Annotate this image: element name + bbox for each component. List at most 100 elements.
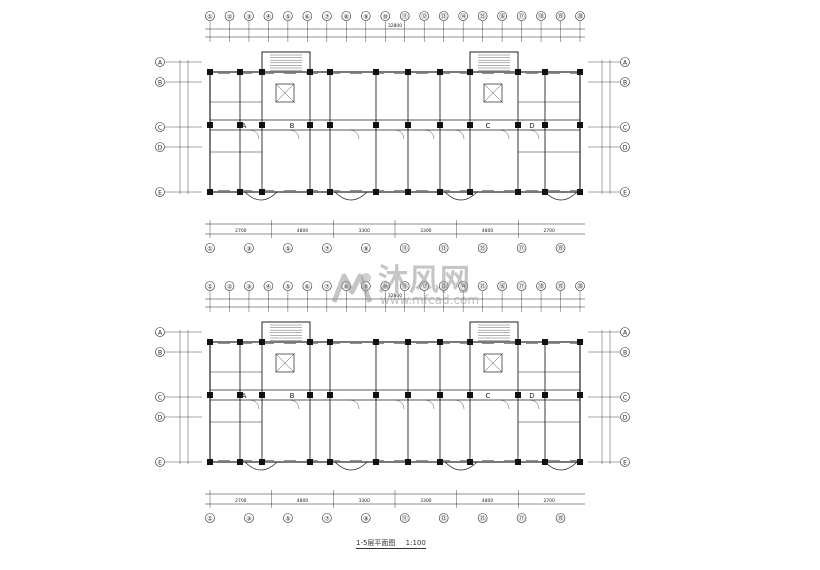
structural-column (577, 459, 583, 465)
structural-column (577, 122, 583, 128)
bay-window (334, 191, 368, 201)
grid-bubble (477, 243, 488, 253)
elevator-shaft (275, 83, 295, 103)
grid-bubble (360, 11, 371, 21)
grid-bubble (516, 513, 527, 523)
bay-window (444, 191, 478, 201)
side-label: C (623, 395, 627, 402)
door-swing (249, 129, 260, 140)
bay-window (334, 461, 368, 471)
stair-core (261, 51, 311, 73)
bottom-dimension: 2700 (235, 228, 247, 234)
grid-bubble (263, 281, 274, 291)
structural-column (437, 392, 443, 398)
overall-dimension: 32800 (388, 23, 402, 29)
grid-label: ③ (246, 246, 251, 253)
structural-column (259, 339, 265, 345)
grid-label: ① (207, 516, 212, 523)
grid-label: ③ (246, 284, 251, 291)
structural-column (237, 392, 243, 398)
grid-label: ⑲ (558, 13, 564, 21)
grid-bubble (224, 281, 235, 291)
bottom-dimension: 4800 (482, 228, 494, 234)
drawing-caption: 1-5层平面图 1:100 (356, 538, 426, 548)
stair-core (469, 51, 519, 73)
grid-bubble (575, 11, 585, 21)
grid-label: ⑮ (480, 283, 486, 291)
grid-label: ① (207, 284, 212, 291)
side-label: C (623, 125, 627, 132)
door-swing (289, 129, 300, 140)
structural-column (327, 459, 333, 465)
grid-label: ④ (266, 284, 271, 291)
grid-label: ③ (246, 516, 251, 523)
structural-column (405, 69, 411, 75)
side-label: A (158, 60, 163, 67)
structural-column (307, 339, 313, 345)
structural-column (259, 122, 265, 128)
grid-bubble (438, 243, 449, 253)
bottom-dimension: 4800 (297, 498, 309, 504)
grid-bubble (244, 243, 254, 253)
grid-label: ⑪ (402, 515, 408, 523)
side-bubble (155, 412, 165, 422)
structural-column (542, 339, 548, 345)
structural-column (467, 392, 473, 398)
grid-bubble (477, 281, 488, 291)
grid-bubble (575, 281, 585, 291)
bay-window (444, 461, 478, 471)
grid-label: ⑨ (363, 14, 368, 21)
grid-bubble (322, 11, 332, 21)
side-bubble (155, 142, 165, 152)
overall-dimension: 32800 (388, 293, 402, 299)
grid-label: ① (207, 246, 212, 253)
grid-bubble (555, 513, 566, 523)
bottom-dimension: 4800 (482, 498, 494, 504)
bay-window (544, 191, 578, 201)
structural-column (259, 69, 265, 75)
structural-column (237, 122, 243, 128)
grid-bubble (458, 281, 468, 291)
elevator-cross (275, 83, 295, 103)
grid-bubble (497, 11, 507, 21)
structural-column (237, 189, 243, 195)
side-label: E (158, 190, 162, 197)
structural-column (307, 392, 313, 398)
side-bubble (155, 187, 165, 197)
side-label: B (623, 350, 627, 357)
structural-column (515, 122, 521, 128)
structural-column (237, 459, 243, 465)
structural-column (327, 69, 333, 75)
side-label: A (623, 60, 628, 67)
grid-label: ⑳ (577, 13, 583, 21)
grid-bubble (302, 281, 313, 291)
door-swing (499, 399, 510, 410)
structural-column (307, 189, 313, 195)
grid-bubble (302, 11, 313, 21)
structural-column (373, 69, 379, 75)
structural-column (327, 189, 333, 195)
grid-bubble (322, 513, 332, 523)
structural-column (542, 69, 548, 75)
grid-bubble (438, 281, 449, 291)
grid-label: ⑰ (519, 515, 525, 523)
side-bubble (620, 412, 630, 422)
side-label: D (158, 415, 163, 422)
structural-column (515, 189, 521, 195)
structural-column (542, 392, 548, 398)
bay-window (544, 461, 578, 471)
grid-label: ⑦ (324, 246, 330, 253)
grid-label: ⑪ (402, 283, 408, 291)
grid-label: ⑤ (285, 246, 290, 253)
grid-label: ⑧ (344, 14, 349, 21)
side-label: E (158, 460, 162, 467)
structural-column (405, 339, 411, 345)
elevator-cross (275, 353, 295, 373)
watermark-brand: 沐风网 (378, 263, 471, 298)
grid-label: ② (227, 284, 233, 291)
structural-column (437, 459, 443, 465)
grid-bubble (224, 11, 235, 21)
structural-column (207, 339, 213, 345)
grid-label: ② (227, 14, 233, 21)
side-bubble (155, 457, 165, 467)
